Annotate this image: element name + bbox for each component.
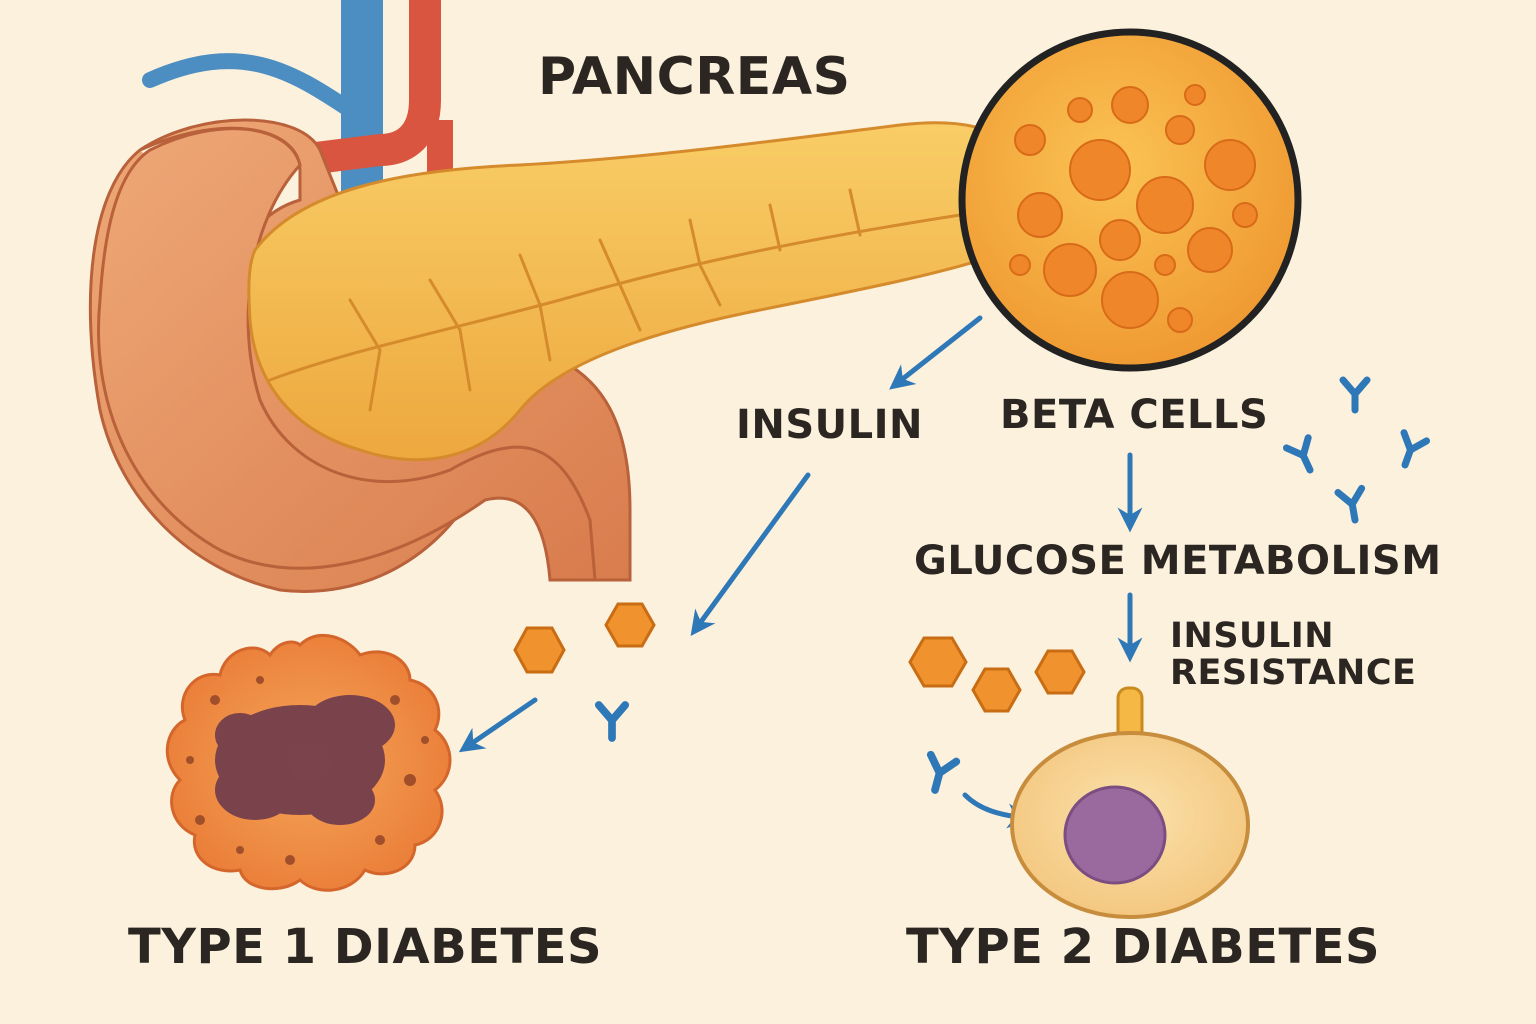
antibody — [1394, 433, 1427, 469]
vein-branch — [142, 53, 358, 118]
damaged-cell-core — [215, 695, 395, 825]
antibody — [599, 705, 625, 738]
antibody — [1286, 438, 1320, 475]
antibody — [1338, 488, 1367, 522]
arrow-to-type1 — [458, 697, 538, 753]
type2-diabetes-label: TYPE 2 DIABETES — [906, 919, 1381, 975]
insulin-resistance-line2: RESISTANCE — [1170, 652, 1417, 693]
insulin-resistance-label: INSULIN RESISTANCE — [1170, 618, 1416, 692]
beta-cells-zoom — [958, 28, 1302, 372]
glucose-hexagon — [971, 667, 1022, 713]
glucose-hexagon — [908, 636, 968, 688]
pancreas-label: PANCREAS — [538, 47, 851, 107]
pancreas — [247, 121, 1012, 462]
antibody — [1343, 380, 1367, 410]
antibodies — [599, 380, 1427, 793]
artery — [298, 0, 441, 176]
pancreatic-duct — [268, 188, 962, 412]
type1-damaged-cell — [165, 633, 452, 892]
glucose-metabolism-label: GLUCOSE METABOLISM — [914, 538, 1442, 584]
type1-diabetes-label: TYPE 1 DIABETES — [128, 919, 603, 975]
cell-nucleus — [1063, 785, 1167, 885]
glucose-hexagon — [604, 602, 656, 648]
glucose-hexagon — [513, 626, 566, 674]
glucose-molecules — [513, 602, 1086, 713]
antibody — [922, 755, 956, 794]
insulin-label: INSULIN — [736, 402, 923, 448]
glucose-hexagon — [1034, 649, 1086, 695]
arrows — [458, 315, 1143, 829]
arrow-to-insulin — [889, 315, 983, 390]
beta-cells-label: BETA CELLS — [1000, 392, 1269, 438]
insulin-resistance-line1: INSULIN — [1170, 616, 1335, 656]
type2-cell — [1010, 686, 1250, 919]
arrow-insulin-to-glucose — [690, 472, 811, 637]
